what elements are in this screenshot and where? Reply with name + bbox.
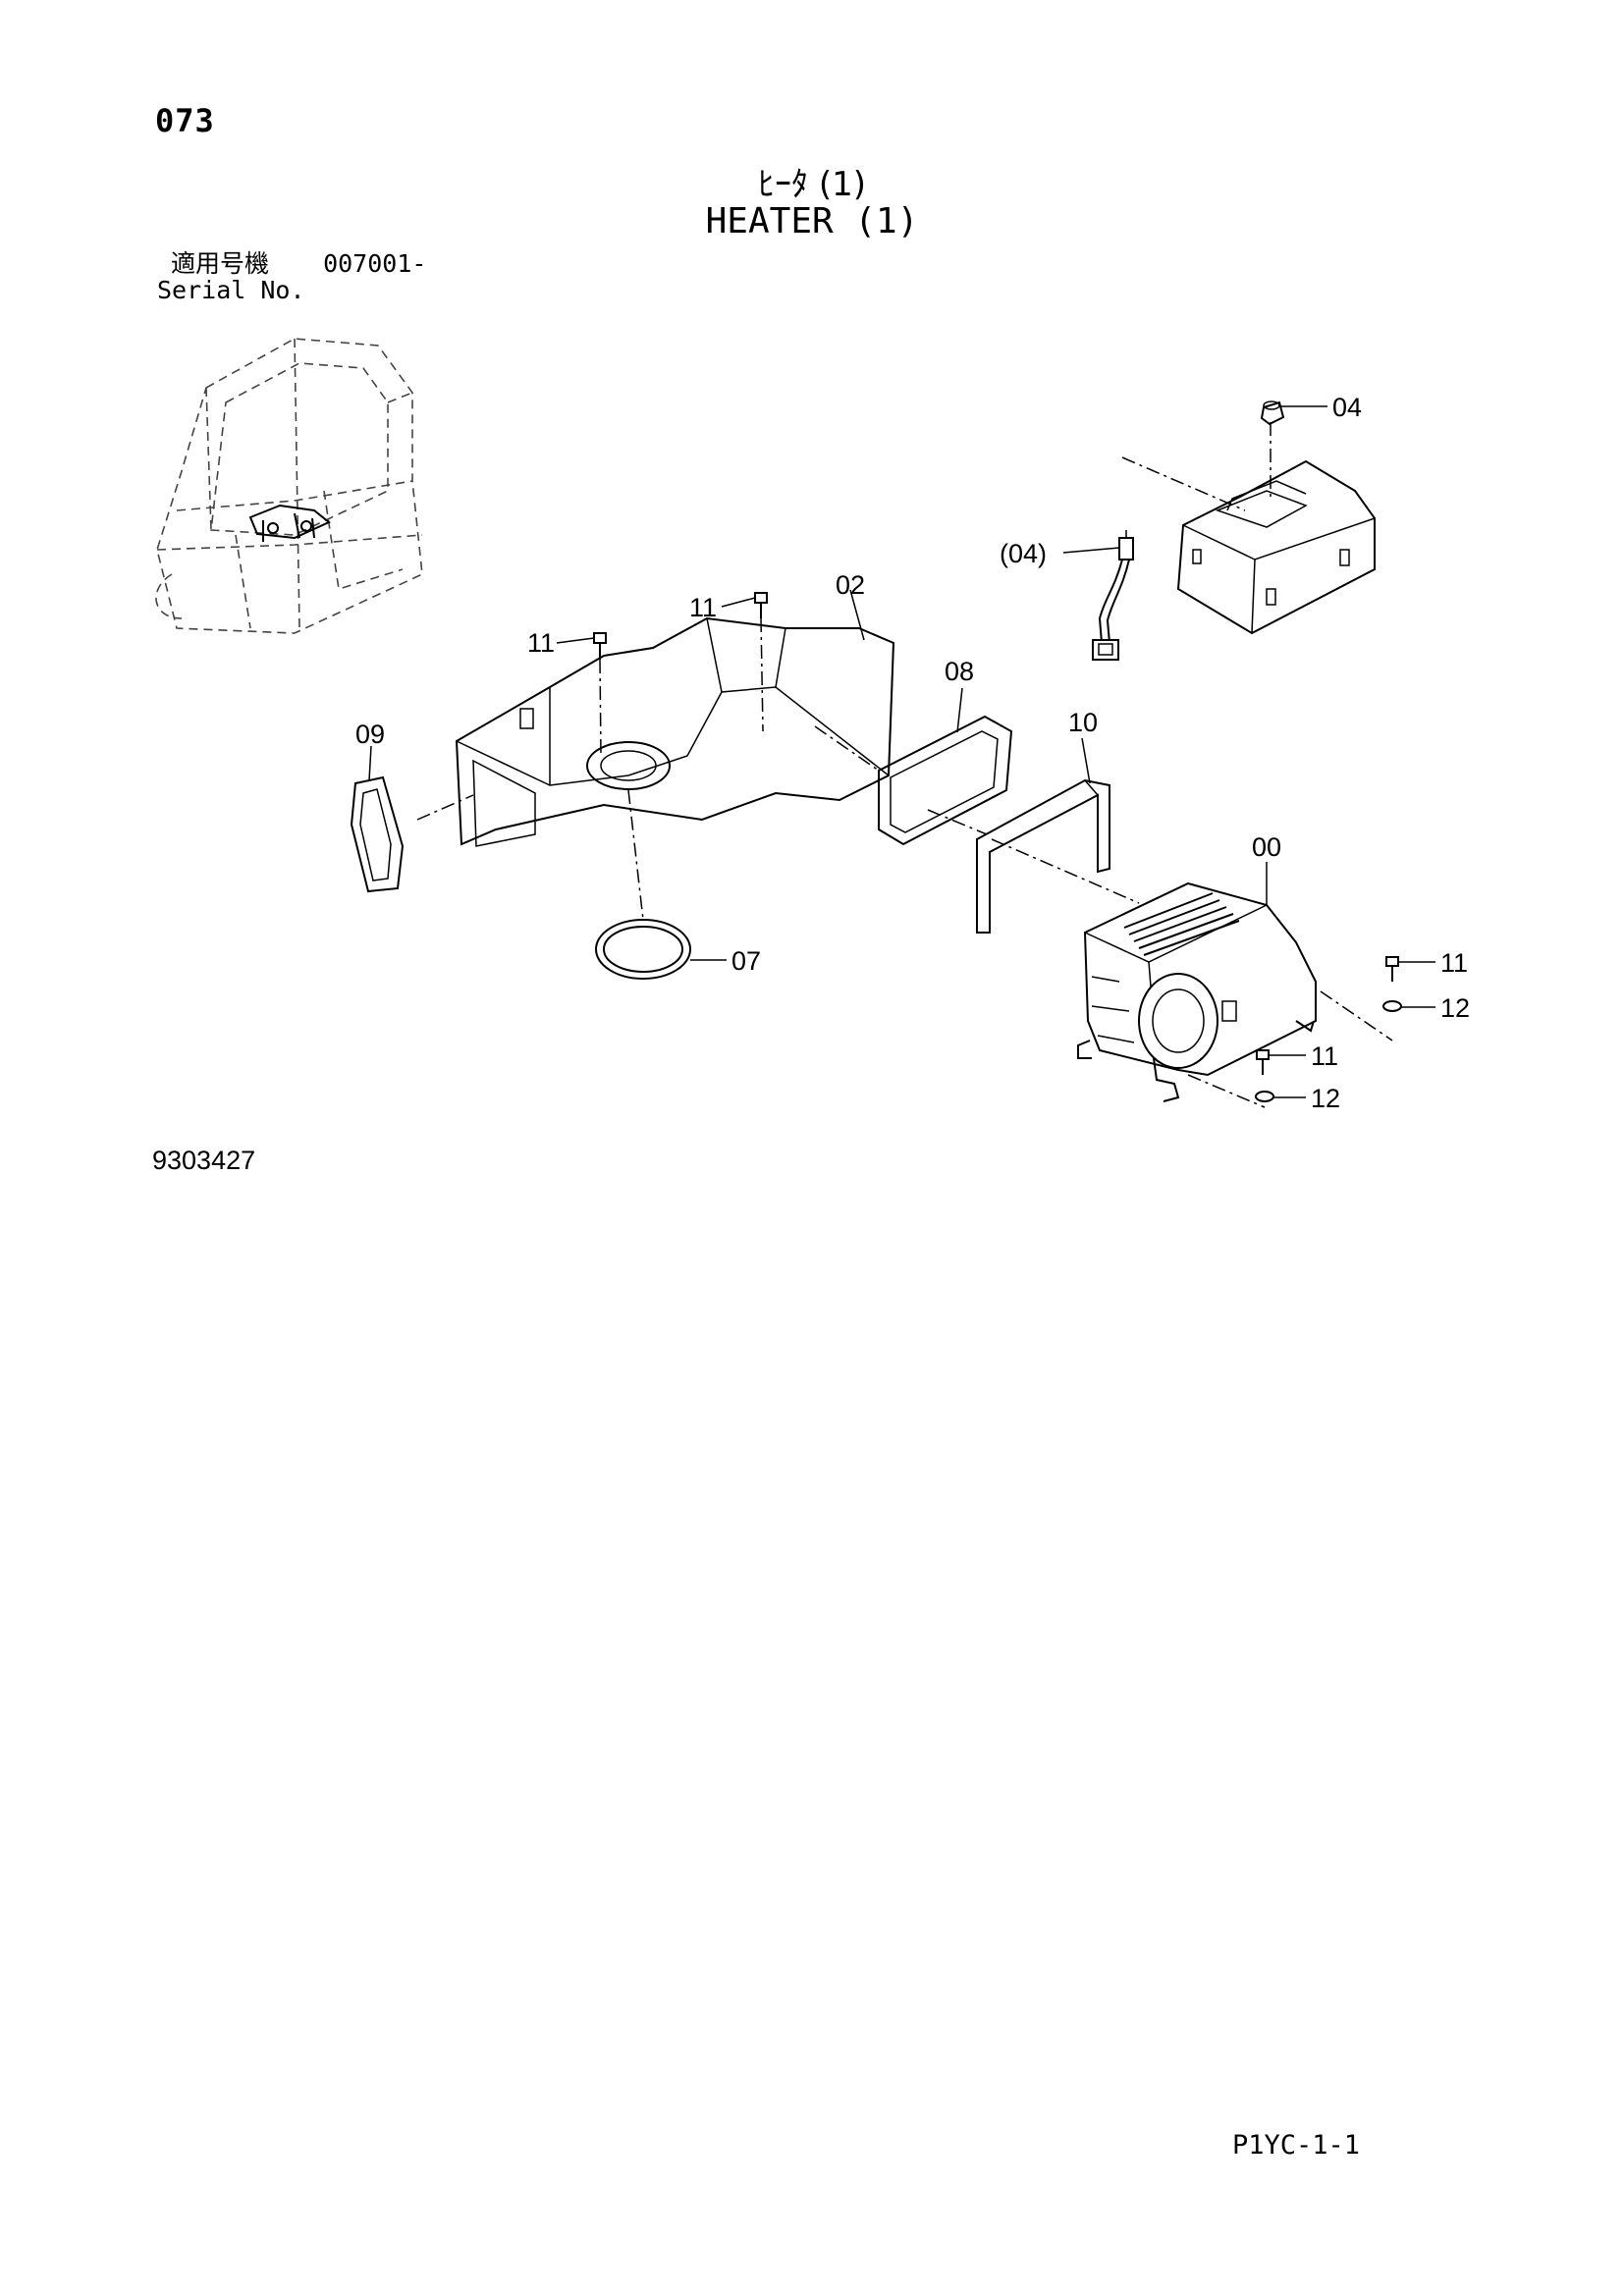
drawing-number: 9303427 [152, 1146, 256, 1175]
sensor-cable-04 [1092, 530, 1134, 661]
title-english: HEATER (1) [705, 201, 919, 241]
air-duct [455, 616, 895, 847]
serial-label-japanese: 適用号機 [171, 249, 270, 278]
callout-09: 09 [355, 720, 385, 749]
callout-04-ref: (04) [1000, 539, 1047, 568]
screw-11-c [1385, 956, 1399, 982]
washer-12-b [1255, 1091, 1274, 1102]
heater-unit [1077, 881, 1317, 1102]
serial-block: 適用号機 007001- Serial No. [157, 250, 426, 303]
callout-12-b: 12 [1311, 1084, 1340, 1113]
bracket [976, 778, 1110, 934]
callout-00: 00 [1252, 832, 1281, 862]
callout-10: 10 [1068, 708, 1098, 737]
side-seal [350, 775, 405, 893]
callout-11-c: 11 [1440, 948, 1468, 978]
callout-02: 02 [836, 570, 865, 600]
callout-04: 04 [1332, 393, 1362, 422]
screw-11-d [1256, 1049, 1270, 1075]
serial-label-english: Serial No. [157, 276, 305, 304]
knob-04 [1260, 400, 1285, 426]
round-seal [595, 919, 691, 980]
callout-11-b: 11 [689, 593, 717, 622]
cab-location-sketch [155, 338, 423, 634]
controller-box [1176, 459, 1376, 635]
screw-11-b [754, 592, 768, 618]
serial-value: 007001- [323, 249, 427, 278]
page-number: 073 [155, 102, 215, 139]
heater-location-marker [248, 504, 331, 542]
callout-12-a: 12 [1440, 993, 1470, 1023]
washer-12-a [1382, 1000, 1402, 1012]
callout-11-a: 11 [527, 628, 555, 658]
page-code: P1YC-1-1 [1232, 2130, 1361, 2161]
title-japanese: ﾋｰﾀ (1) [758, 165, 866, 204]
callout-08: 08 [945, 657, 974, 686]
callout-labels: 04 (04) 02 11 11 09 08 10 00 07 11 12 11… [355, 393, 1470, 1113]
callout-11-d: 11 [1311, 1041, 1338, 1071]
leader-lines [368, 405, 1435, 1098]
callout-07: 07 [731, 946, 761, 976]
gasket-frame [878, 715, 1013, 846]
